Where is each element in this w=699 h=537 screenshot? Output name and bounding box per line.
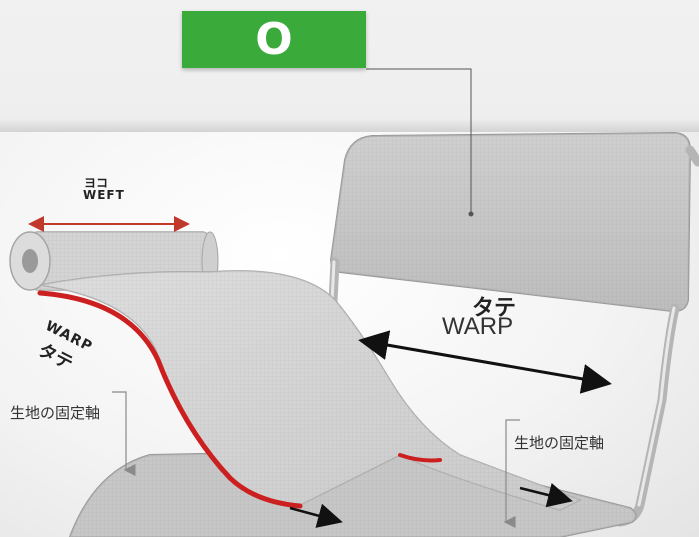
ok-badge: O xyxy=(182,11,366,68)
fabric-fixed-axis-label-left: 生地の固定軸 xyxy=(10,402,100,423)
warp-arrow xyxy=(364,341,606,383)
badge-leader-dot xyxy=(469,212,474,217)
fixed-axis-left-bracket xyxy=(112,392,126,470)
warp-label-en: WARP xyxy=(442,313,513,341)
weft-label-en: WEFT xyxy=(83,188,125,202)
chair-back xyxy=(331,133,690,311)
fabric-fixed-axis-label-right: 生地の固定軸 xyxy=(514,432,604,453)
ok-badge-symbol: O xyxy=(255,18,292,62)
